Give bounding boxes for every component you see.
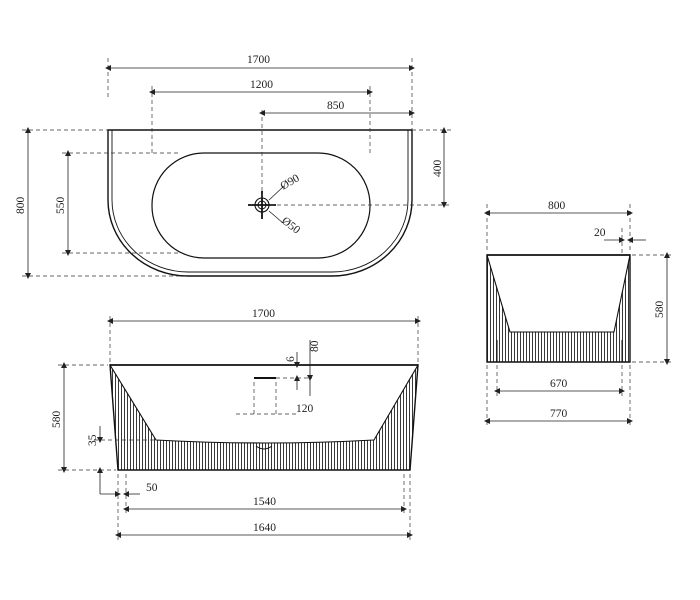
front-bottom-inner: 1540: [253, 496, 276, 508]
front-height: 580: [51, 411, 63, 429]
front-bottom-length: 1640: [253, 522, 276, 534]
side-view: 800 20 580 670 770: [484, 200, 672, 426]
side-bottom-inner: 670: [550, 378, 568, 390]
top-inner-width: 550: [55, 197, 67, 215]
drain-dia-label: Ø50: [279, 215, 302, 237]
front-drain-spout: 120: [296, 403, 314, 415]
side-basin: [486, 254, 631, 333]
side-top-width: 800: [548, 200, 566, 212]
overflow-dia-label: Ø90: [279, 172, 302, 192]
top-view: Ø90 Ø50 1700 1200 850 800 550 400: [15, 54, 452, 279]
front-base-inset: 50: [146, 482, 158, 494]
top-drain-from-wall: 400: [432, 160, 444, 178]
front-drain-rim: 6: [285, 356, 297, 362]
front-top-length: 1700: [252, 308, 275, 320]
top-inner-length: 1200: [250, 79, 273, 91]
side-bottom-width: 770: [550, 408, 568, 420]
top-drain-offset: 850: [327, 100, 345, 112]
tub-outline-rim: [111, 129, 409, 273]
top-overall-width: 800: [15, 197, 27, 215]
front-base-height: 35: [87, 434, 99, 446]
tub-outline-outer: [107, 129, 413, 277]
side-rim-offset: 20: [594, 227, 606, 239]
front-basin: [109, 364, 419, 444]
drain-symbol: [248, 185, 285, 224]
top-overall-length: 1700: [247, 54, 270, 66]
inner-basin: [151, 152, 371, 259]
side-height: 580: [654, 301, 666, 319]
front-view: 1700 580 80 6 120 35 50 1540 1640: [51, 308, 421, 540]
front-drain-top: 80: [309, 340, 321, 352]
